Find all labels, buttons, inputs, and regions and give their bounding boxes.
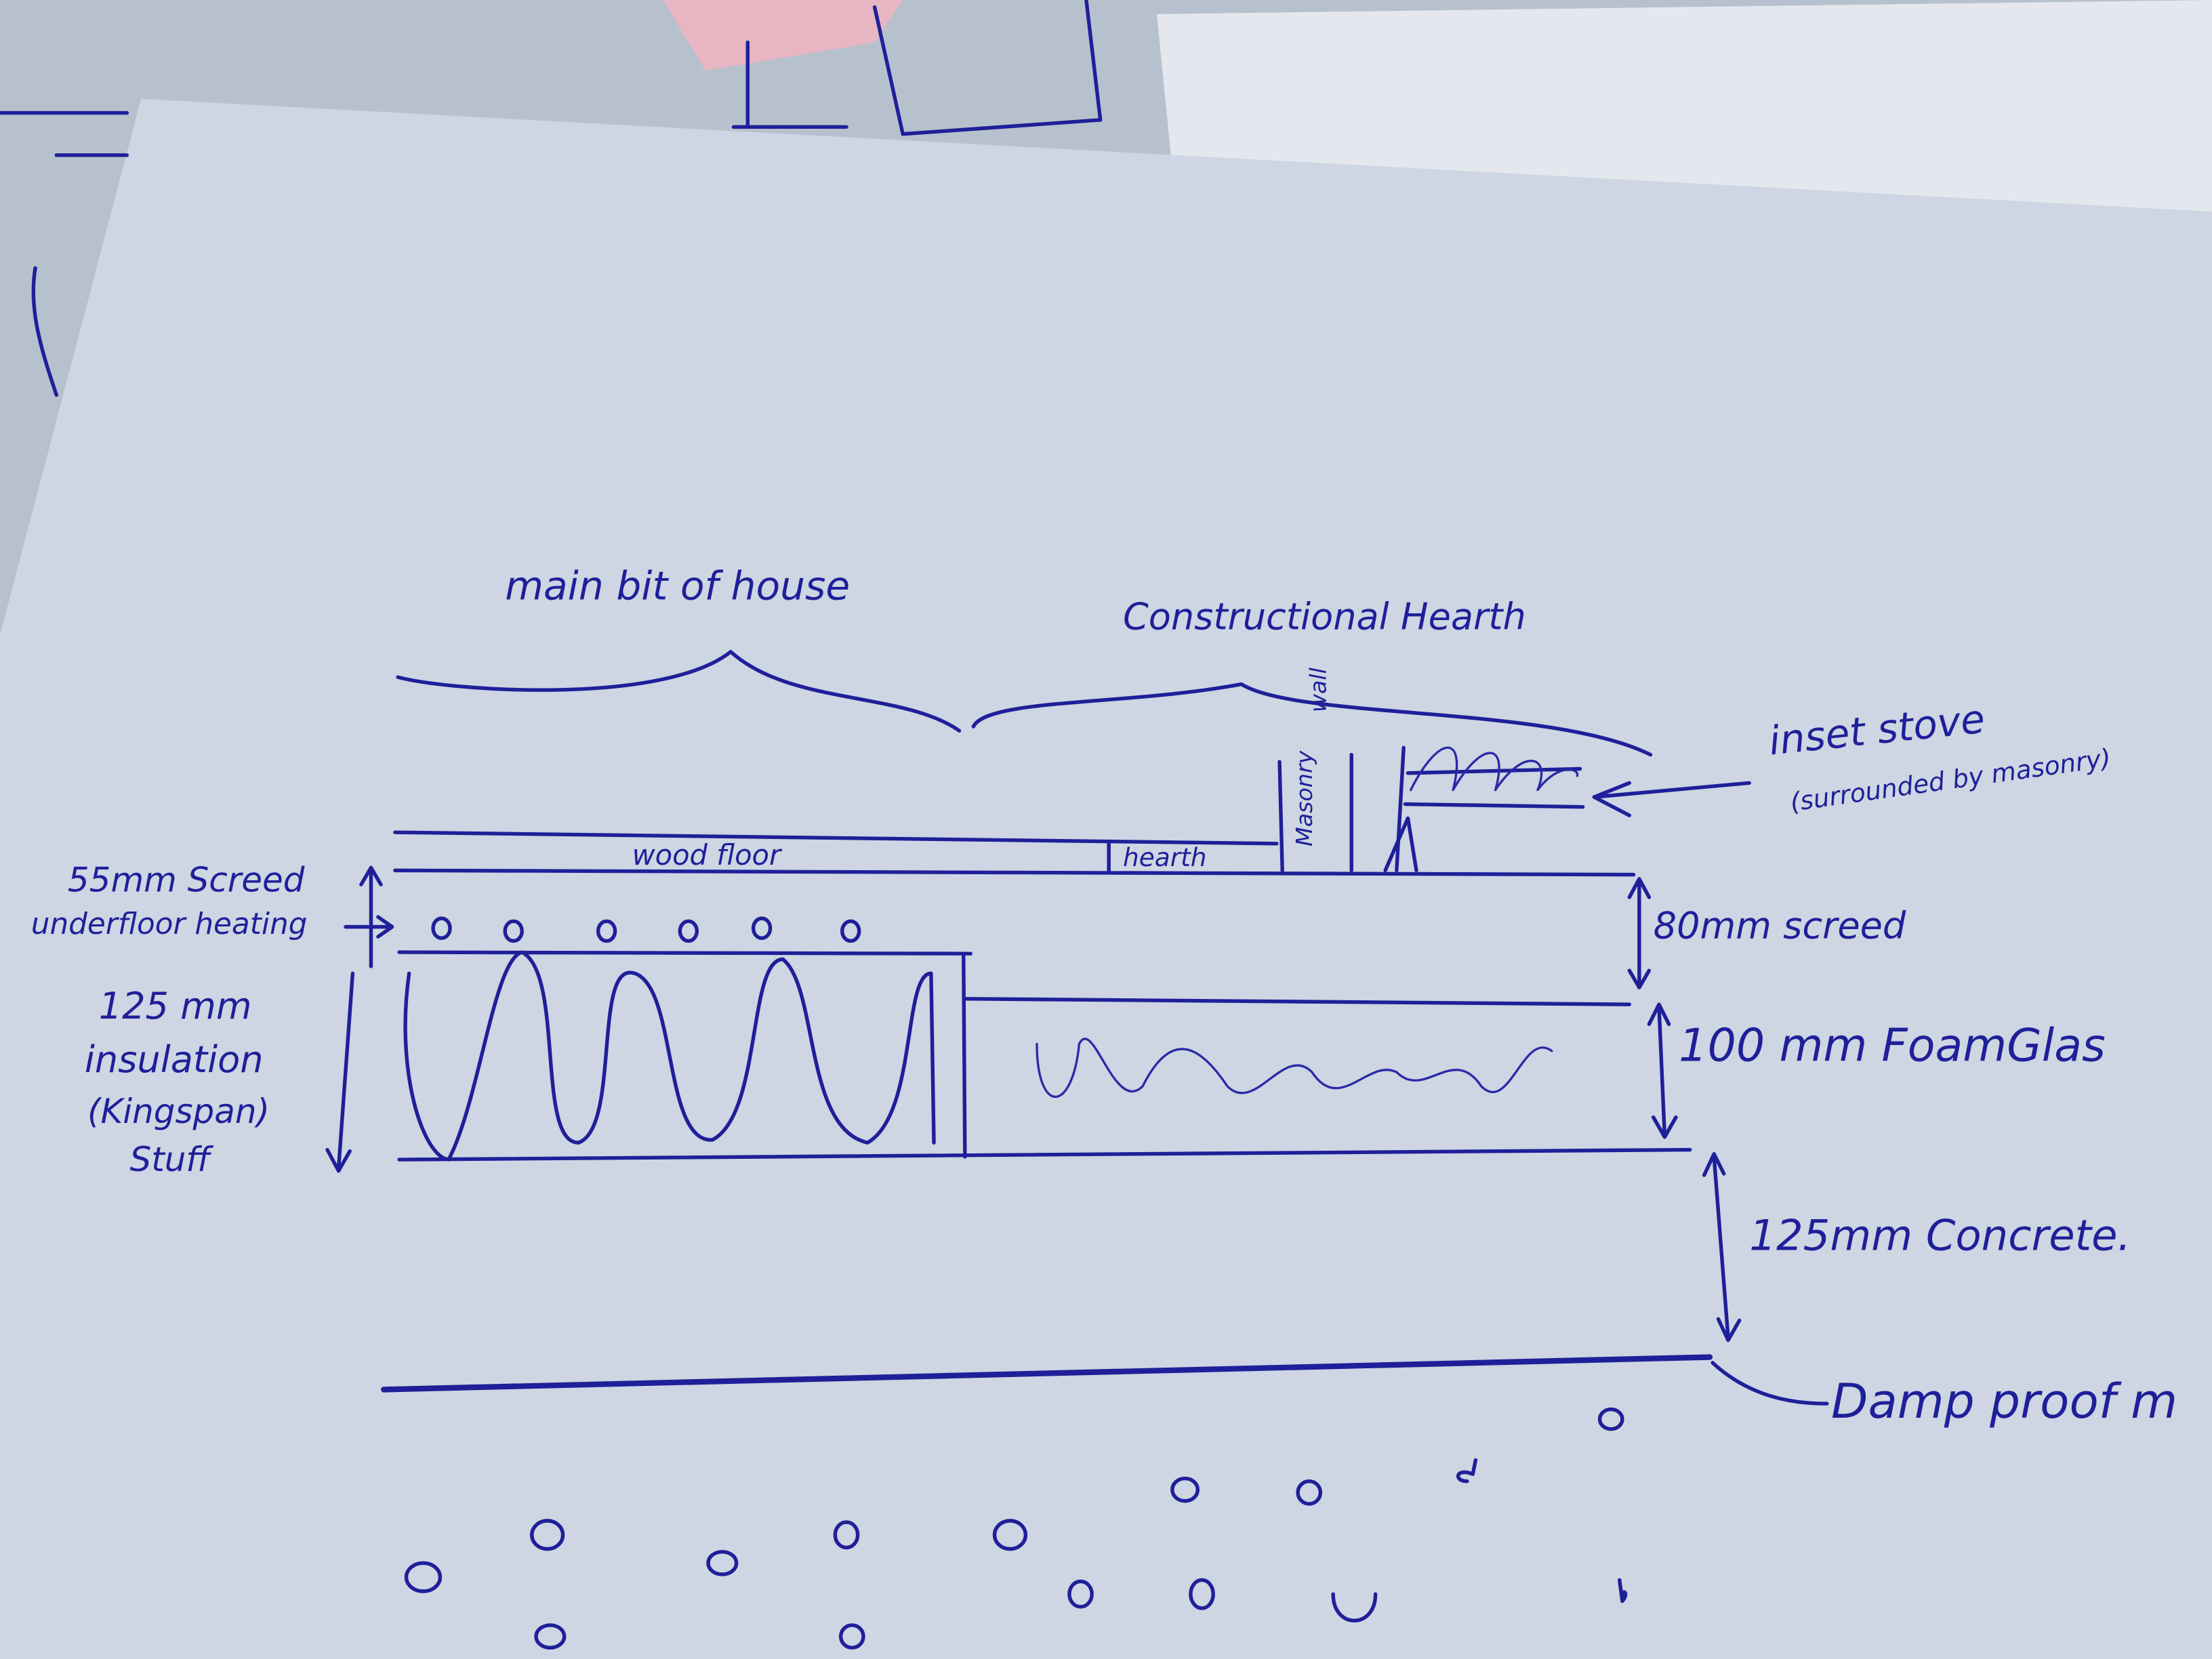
label-masonry: Masonry <box>1291 750 1317 846</box>
label-damp-proof: Damp proof m <box>1831 1373 2177 1429</box>
label-screed-55: 55mm Screed <box>68 861 305 900</box>
foamglas-top <box>964 997 1631 1006</box>
brace-main-house <box>396 650 962 733</box>
label-wood-floor: wood floor <box>632 838 783 872</box>
concrete-top <box>397 1147 1692 1162</box>
label-screed-80: 80mm screed <box>1654 904 1906 947</box>
label-foamglas: 100 mm FoamGlas <box>1679 1019 2106 1071</box>
inset-stove <box>1383 745 1585 873</box>
stove-pointer-arrow <box>1592 781 1751 817</box>
floor-section <box>381 745 1829 1406</box>
masonry-wall <box>1277 752 1353 873</box>
main-paper <box>0 98 2212 1659</box>
wood-floor-top <box>393 830 1279 846</box>
label-concrete: 125mm Concrete. <box>1749 1210 2131 1260</box>
dimension-arrows <box>325 865 1742 1343</box>
damp-proof-membrane <box>381 1354 1713 1393</box>
braces <box>396 650 1653 757</box>
white-paper-corner <box>1156 0 2212 240</box>
label-constructional-hearth: Constructional Hearth <box>1123 595 1526 638</box>
underfloor-pipes <box>431 916 861 943</box>
label-insulation-4: Stuff <box>130 1140 214 1179</box>
label-underfloor-heating: underfloor heating <box>31 907 308 941</box>
label-insulation-1: 125 mm <box>99 985 252 1027</box>
pink-block <box>663 0 903 71</box>
hardcore-gravel <box>404 1407 1628 1650</box>
dpm-leader <box>1711 1361 1829 1406</box>
background-scribbles <box>0 0 1103 397</box>
screed-top-line <box>393 868 1636 877</box>
insulation-box <box>397 950 972 1159</box>
brace-hearth <box>971 682 1653 757</box>
label-main-house: main bit of house <box>505 563 850 609</box>
label-hearth: hearth <box>1123 842 1207 872</box>
label-insulation-3: (Kingspan) <box>87 1092 270 1131</box>
label-insulation-2: insulation <box>85 1038 264 1081</box>
